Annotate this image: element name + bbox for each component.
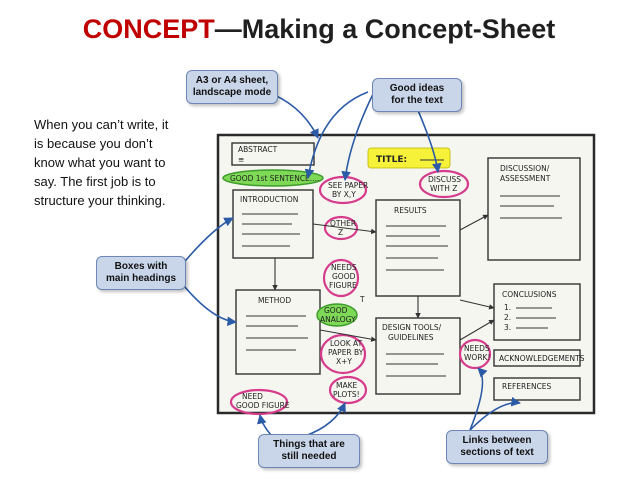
introduction-label: INTRODUCTION: [240, 195, 298, 204]
callout-links-line1: Links between: [462, 435, 532, 446]
callout-sheet-line2: landscape mode: [192, 87, 272, 98]
look-at-paper-highlight: LOOK AT PAPER BY X+Y: [319, 333, 367, 375]
title-rest: —Making a Concept-Sheet: [214, 14, 556, 44]
make-plots-highlight: MAKE PLOTS!: [328, 375, 368, 405]
need-figure-line1: NEED: [242, 392, 263, 401]
other-highlight: OTHER Z: [323, 215, 359, 241]
callout-needed-line1: Things that are: [273, 439, 345, 450]
results-label: RESULTS: [394, 206, 427, 215]
method-label: METHOD: [258, 296, 291, 305]
good-sentence-highlight: GOOD 1st SENTENCE....: [222, 169, 324, 187]
callout-boxes-line2: main headings: [105, 273, 176, 284]
intro-paragraph: When you can’t write, it is because you …: [34, 117, 169, 208]
design-tools-line2: GUIDELINES: [388, 333, 434, 342]
acknowledgements-box: ACKNOWLEDGEMENTS: [493, 349, 585, 367]
needs-work-line1: NEEDS: [464, 344, 490, 353]
method-box: METHOD: [235, 289, 321, 375]
callout-sheet-line1: A3 or A4 sheet,: [195, 75, 269, 86]
other-line2: Z: [338, 228, 343, 237]
callout-ideas-line1: Good ideas: [389, 83, 445, 94]
conclusions-box: CONCLUSIONS 1. 2. 3.: [493, 283, 581, 341]
look-at-paper-line3: X+Y: [336, 357, 352, 366]
callout-links-line2: sections of text: [460, 447, 534, 458]
callout-boxes-line1: Boxes with: [114, 261, 168, 272]
look-at-paper-line2: PAPER BY: [328, 348, 364, 357]
acknowledgements-label: ACKNOWLEDGEMENTS: [499, 354, 585, 363]
conclusion-item-1: 1.: [504, 303, 511, 312]
callout-needed: Things that are still needed: [258, 434, 360, 468]
t-label: T: [359, 295, 365, 304]
callout-ideas-line2: for the text: [391, 95, 443, 106]
abstract-label: ABSTRACT: [238, 145, 278, 154]
conclusion-item-3: 3.: [504, 323, 511, 332]
conclusions-label: CONCLUSIONS: [502, 290, 557, 299]
design-tools-line1: DESIGN TOOLS/: [382, 323, 442, 332]
good-analogy-line1: GOOD: [324, 306, 348, 315]
discussion-line2: ASSESSMENT: [500, 174, 551, 183]
needs-work-highlight: NEEDS WORK!: [458, 338, 492, 370]
svg-text:≡: ≡: [238, 155, 244, 164]
good-sentence-label: GOOD 1st SENTENCE....: [230, 174, 319, 183]
good-analogy-highlight: GOOD ANALOGY: [316, 303, 358, 327]
title-accent: CONCEPT: [82, 14, 215, 44]
discuss-highlight: DISCUSS WITH Z: [418, 169, 470, 199]
see-paper-line1: SEE PAPER: [328, 181, 368, 190]
callout-ideas: Good ideas for the text: [372, 78, 462, 112]
conclusion-item-2: 2.: [504, 313, 511, 322]
needs-work-line2: WORK!: [464, 353, 490, 362]
make-plots-line2: PLOTS!: [333, 390, 360, 399]
discuss-line2: WITH Z: [430, 184, 457, 193]
callout-needed-line2: still needed: [281, 451, 337, 462]
sketch-title-label: TITLE:: [376, 155, 407, 165]
need-figure-line2: GOOD FIGURE: [236, 401, 290, 410]
discussion-line1: DISCUSSION/: [500, 164, 550, 173]
needs-figure-highlight: NEEDS GOOD FIGURE: [322, 258, 360, 298]
page-title: CONCEPT—Making a Concept-Sheet: [0, 14, 638, 45]
look-at-paper-line1: LOOK AT: [330, 339, 363, 348]
needs-figure-line1: NEEDS: [331, 263, 357, 272]
callout-links: Links between sections of text: [446, 430, 548, 464]
needs-figure-line2: GOOD: [332, 272, 356, 281]
other-line1: OTHER: [330, 219, 356, 228]
callout-boxes: Boxes with main headings: [96, 256, 186, 290]
references-label: REFERENCES: [502, 382, 552, 391]
make-plots-line1: MAKE: [336, 381, 358, 390]
title-highlight: TITLE:: [367, 147, 451, 169]
callout-sheet: A3 or A4 sheet, landscape mode: [186, 70, 278, 104]
good-analogy-line2: ANALOGY: [320, 315, 356, 324]
references-box: REFERENCES: [493, 377, 581, 401]
needs-figure-line3: FIGURE: [329, 281, 357, 290]
see-paper-line2: BY X,Y: [332, 190, 356, 199]
need-figure-highlight: NEED GOOD FIGURE: [229, 388, 290, 416]
discussion-box: DISCUSSION/ ASSESSMENT: [487, 157, 581, 261]
discuss-line1: DISCUSS: [428, 175, 461, 184]
